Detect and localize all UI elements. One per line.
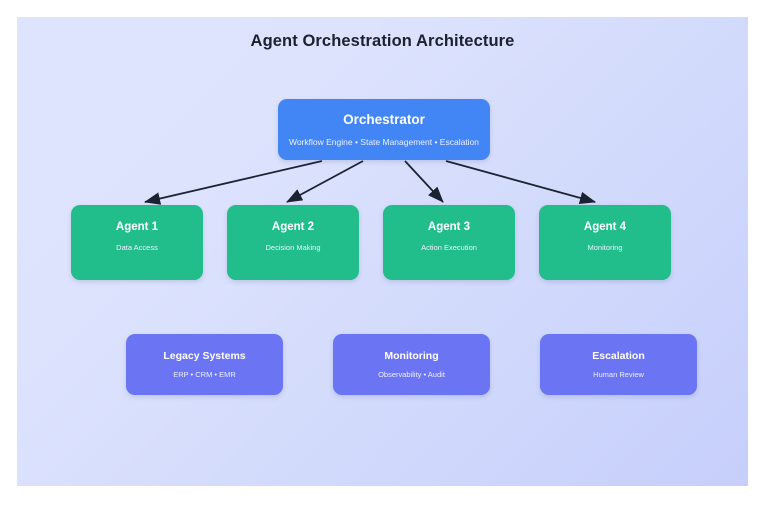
node-agent-3-title: Agent 3 (427, 221, 471, 233)
node-monitoring-support-subtitle: Observability • Audit (378, 369, 445, 379)
node-orchestrator[interactable]: Orchestrator Workflow Engine • State Man… (278, 99, 490, 160)
node-escalation[interactable]: Escalation Human Review (540, 334, 697, 395)
node-legacy-systems-title: Legacy Systems (163, 350, 246, 362)
node-agent-4-title: Agent 4 (583, 221, 627, 233)
node-agent-3[interactable]: Agent 3 Action Execution (383, 205, 515, 280)
node-agent-1[interactable]: Agent 1 Data Access (71, 205, 203, 280)
node-escalation-title: Escalation (592, 350, 645, 362)
node-escalation-subtitle: Human Review (593, 369, 644, 379)
page-title: Agent Orchestration Architecture (250, 32, 515, 50)
node-agent-2-title: Agent 2 (271, 221, 315, 233)
connector-orchestrator-agent-1 (143, 160, 323, 205)
connector-orchestrator-agent-4 (445, 160, 597, 205)
node-monitoring-support-title: Monitoring (384, 350, 439, 362)
node-agent-4[interactable]: Agent 4 Monitoring (539, 205, 671, 280)
node-agent-3-subtitle: Action Execution (421, 242, 477, 252)
node-legacy-systems[interactable]: Legacy Systems ERP • CRM • EMR (126, 334, 283, 395)
node-monitoring-support[interactable]: Monitoring Observability • Audit (333, 334, 490, 395)
node-agent-2[interactable]: Agent 2 Decision Making (227, 205, 359, 280)
node-agent-4-subtitle: Monitoring (587, 242, 623, 252)
connector-orchestrator-agent-3 (404, 160, 444, 203)
node-agent-1-title: Agent 1 (115, 221, 159, 233)
node-orchestrator-subtitle: Workflow Engine • State Management • Esc… (288, 136, 480, 147)
node-legacy-systems-subtitle: ERP • CRM • EMR (173, 369, 236, 379)
node-orchestrator-title: Orchestrator (343, 112, 425, 127)
connector-orchestrator-agent-2 (286, 160, 364, 203)
node-agent-2-subtitle: Decision Making (265, 242, 321, 252)
diagram-canvas: Agent Orchestration Architecture Orchest… (17, 17, 748, 486)
node-agent-1-subtitle: Data Access (116, 242, 158, 252)
